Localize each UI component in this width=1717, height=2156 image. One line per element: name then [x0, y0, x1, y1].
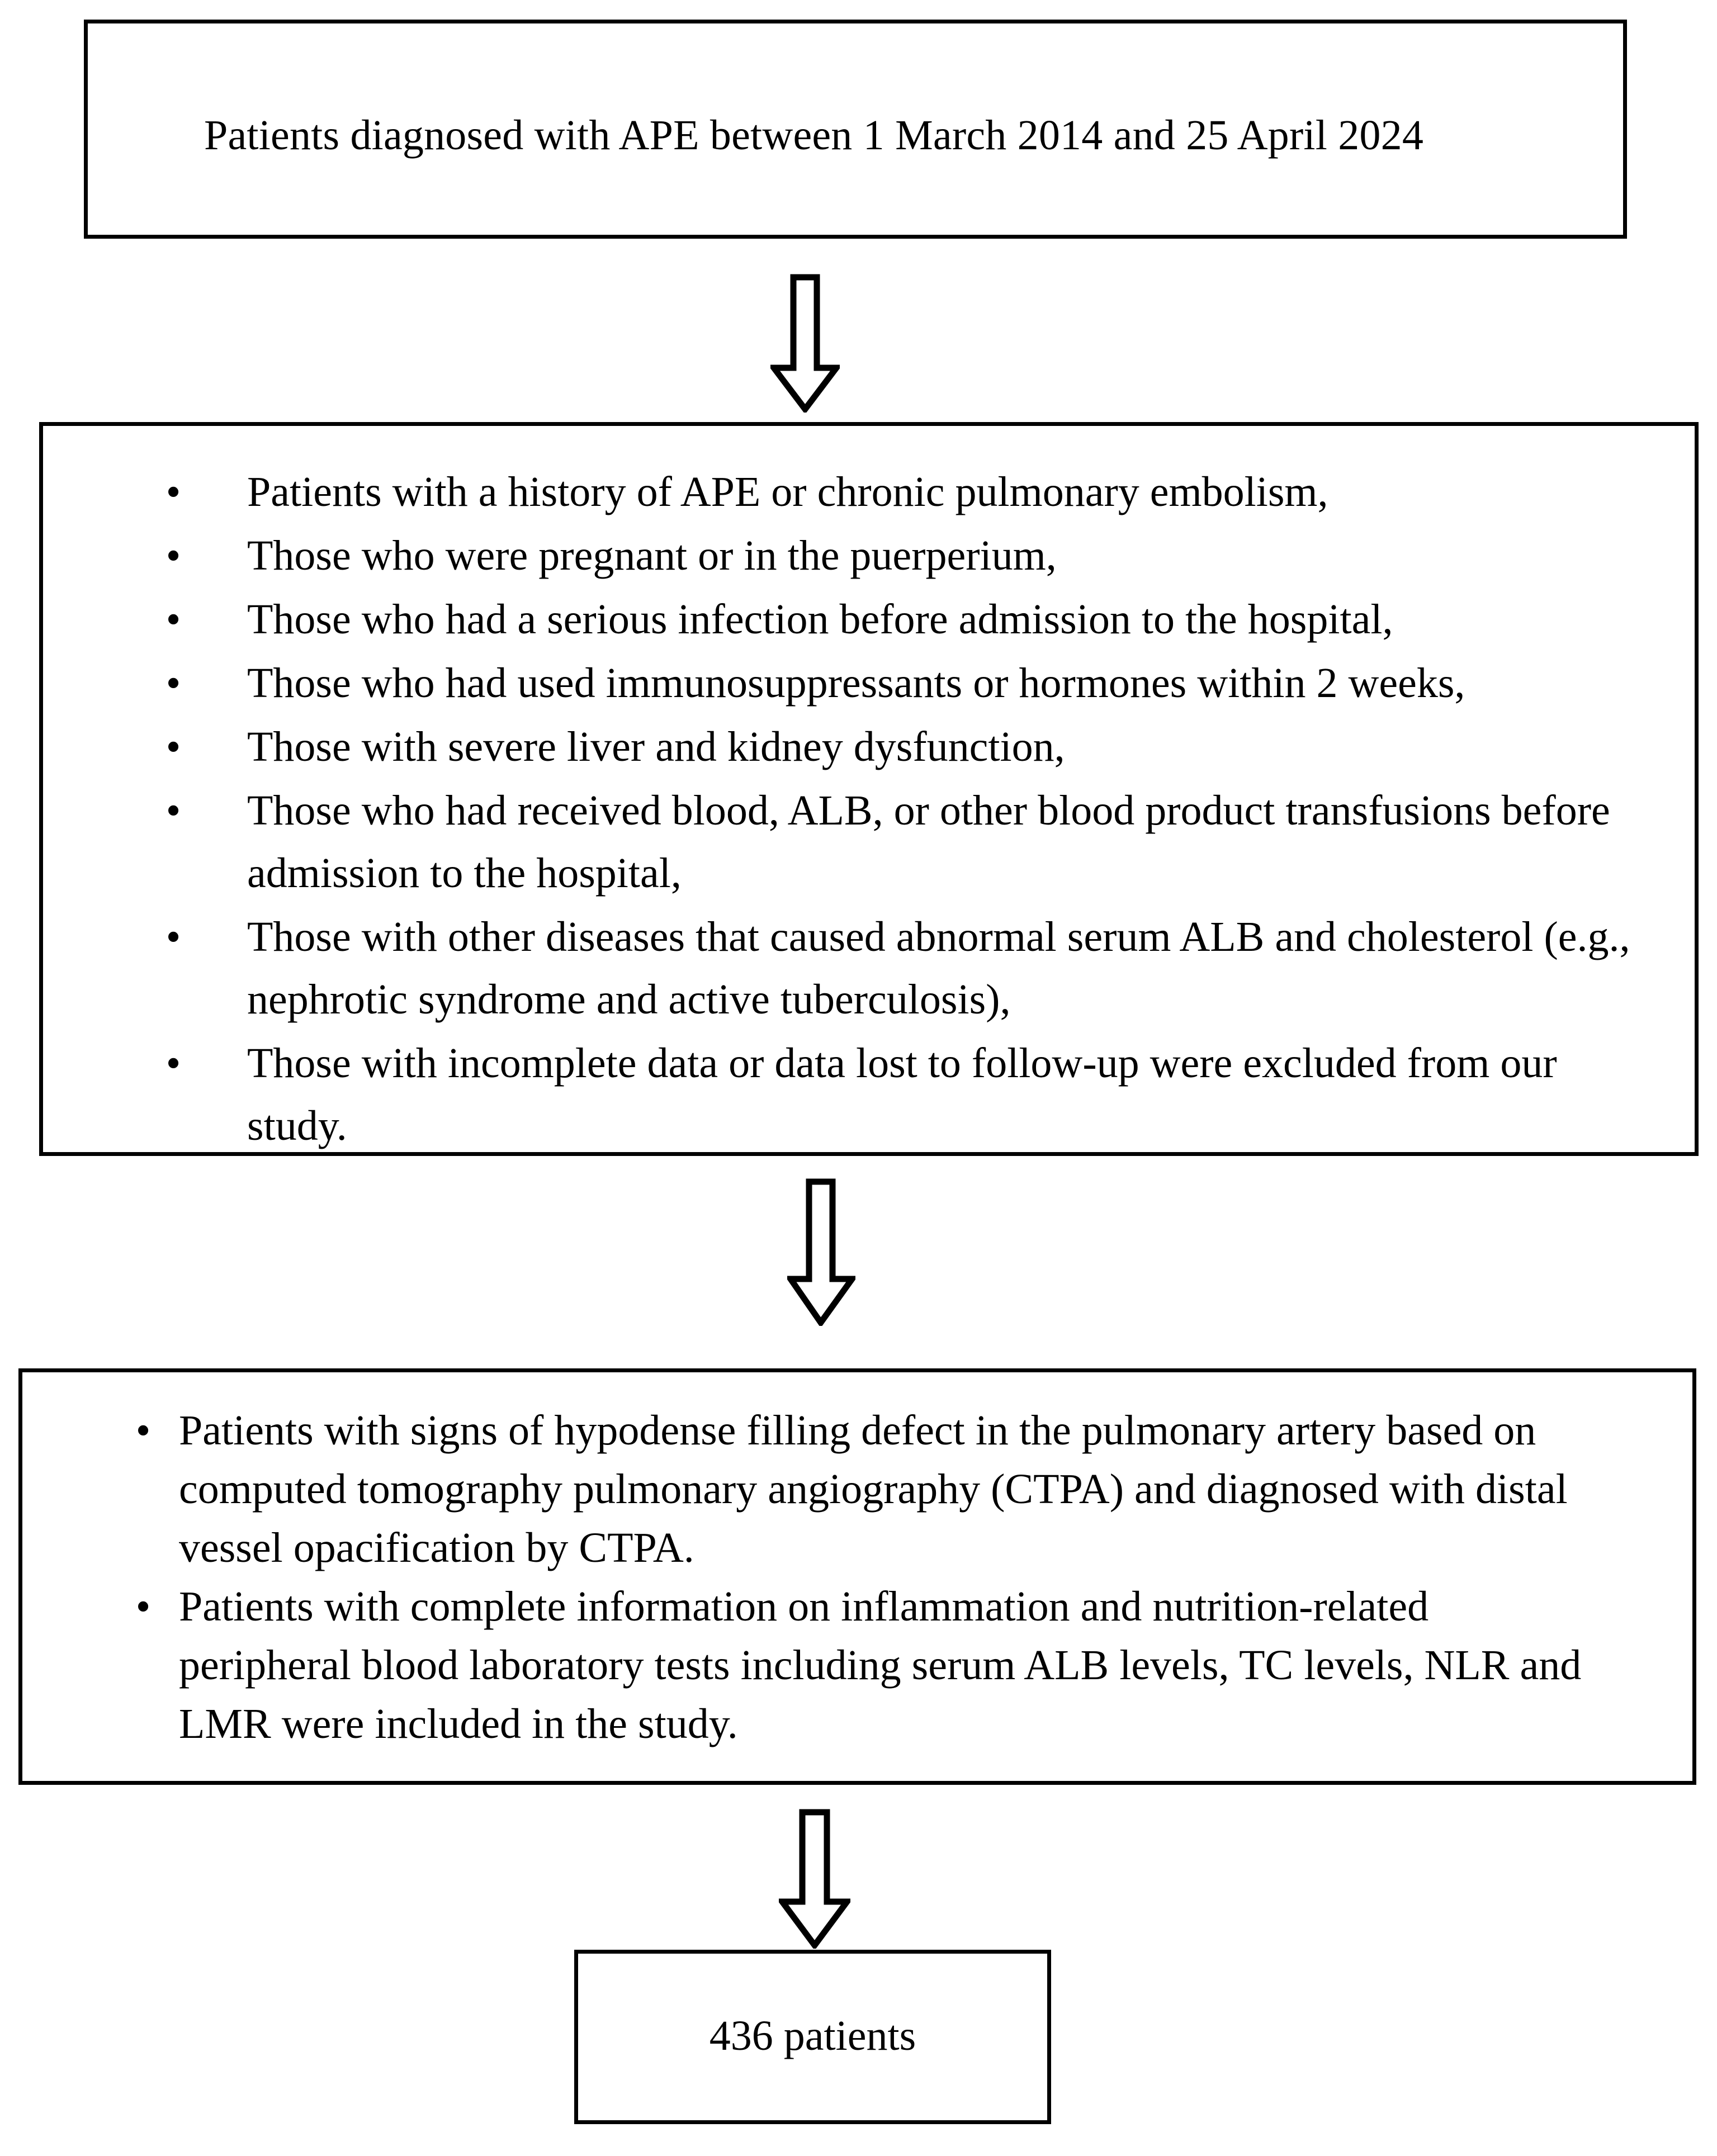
- bullet-point-icon: •: [165, 660, 181, 707]
- list-item-text: Patients with a history of APE or chroni…: [247, 468, 1328, 515]
- down-block-arrow-icon: [787, 1178, 855, 1326]
- list-item-text: Patients with complete information on in…: [179, 1583, 1582, 1747]
- list-item-text: Those who had received blood, ALB, or ot…: [247, 787, 1610, 897]
- list-item-text: Those who had a serious infection before…: [247, 596, 1393, 643]
- list-item: • Patients with complete information on …: [95, 1577, 1605, 1754]
- bullet-point-icon: •: [165, 1040, 181, 1087]
- list-item: • Those who had used immunosuppressants …: [127, 652, 1648, 714]
- bullet-point-icon: •: [165, 596, 181, 643]
- list-item: • Those with severe liver and kidney dys…: [127, 715, 1648, 778]
- list-item-text: Those who were pregnant or in the puerpe…: [247, 532, 1057, 579]
- final-cohort-box: 436 patients: [574, 1950, 1051, 2124]
- down-block-arrow-icon: [770, 274, 840, 413]
- bullet-point-icon: •: [165, 787, 181, 834]
- list-item-text: Those who had used immunosuppressants or…: [247, 660, 1465, 707]
- list-item-text: Those with other diseases that caused ab…: [247, 913, 1630, 1023]
- bullet-point-icon: •: [165, 468, 181, 515]
- exclusion-criteria-list: • Patients with a history of APE or chro…: [127, 461, 1648, 1158]
- inclusion-criteria-list: • Patients with signs of hypodense filli…: [95, 1401, 1605, 1754]
- bullet-point-icon: •: [165, 723, 181, 770]
- list-item: • Those who were pregnant or in the puer…: [127, 524, 1648, 587]
- list-item: • Those with other diseases that caused …: [127, 906, 1648, 1031]
- inclusion-criteria-box: • Patients with signs of hypodense filli…: [18, 1368, 1696, 1785]
- list-item-text: Those with severe liver and kidney dysfu…: [247, 723, 1065, 770]
- list-item: • Patients with signs of hypodense filli…: [95, 1401, 1605, 1577]
- final-cohort-text: 436 patients: [709, 2012, 916, 2059]
- down-block-arrow-icon: [779, 1809, 850, 1949]
- list-item-text: Those with incomplete data or data lost …: [247, 1040, 1557, 1149]
- list-item: • Those who had received blood, ALB, or …: [127, 779, 1648, 904]
- bullet-point-icon: •: [165, 913, 181, 960]
- list-item-text: Patients with signs of hypodense filling…: [179, 1407, 1568, 1571]
- enrollment-period-box: Patients diagnosed with APE between 1 Ma…: [84, 20, 1627, 239]
- bullet-point-icon: •: [165, 532, 181, 579]
- exclusion-criteria-box: • Patients with a history of APE or chro…: [39, 422, 1699, 1156]
- list-item: • Those with incomplete data or data los…: [127, 1032, 1648, 1157]
- list-item: • Those who had a serious infection befo…: [127, 588, 1648, 651]
- enrollment-period-text: Patients diagnosed with APE between 1 Ma…: [204, 112, 1424, 159]
- list-item: • Patients with a history of APE or chro…: [127, 461, 1648, 523]
- bullet-point-icon: •: [135, 1583, 151, 1630]
- bullet-point-icon: •: [135, 1407, 151, 1454]
